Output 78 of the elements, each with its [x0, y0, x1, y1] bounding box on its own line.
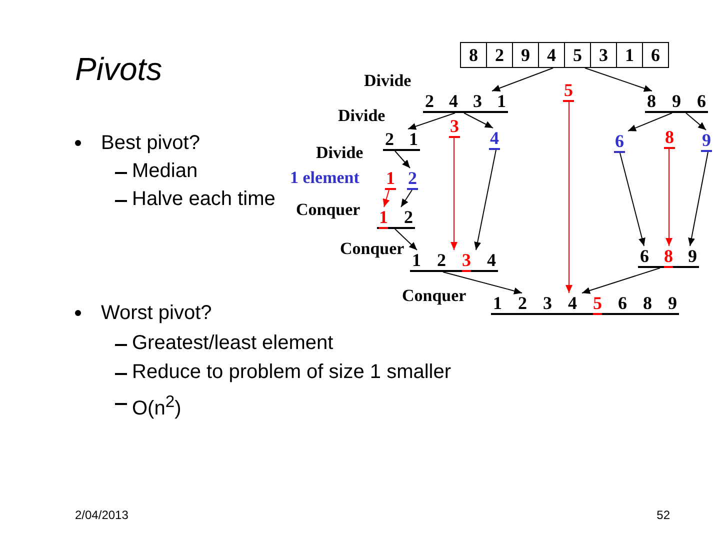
step-label: 1 element — [290, 168, 360, 188]
date-text: 2/04/2013 — [75, 508, 128, 522]
number: 6 — [640, 246, 649, 266]
array-cell-text: 6 — [650, 44, 661, 67]
number: 2 — [385, 129, 394, 149]
underlined-number: 4 — [489, 128, 500, 150]
number: 4 — [487, 250, 496, 270]
bullet-text: Worst pivot? — [101, 301, 212, 325]
arrow — [666, 148, 672, 246]
step-label: Conquer — [340, 239, 404, 259]
arrow — [400, 190, 412, 208]
arrow — [408, 112, 456, 130]
arrow — [582, 268, 660, 294]
number: 4 — [568, 293, 577, 313]
underlined-number: 5 — [563, 80, 574, 102]
arrow — [394, 228, 418, 250]
array-cell: 8 — [461, 43, 487, 67]
arrow — [620, 152, 646, 246]
arrow — [474, 150, 496, 250]
page-number: 52 — [656, 508, 670, 522]
underlined-number: 1 — [385, 168, 396, 190]
number: 3 — [543, 293, 552, 313]
underlined-number: 9 — [701, 130, 712, 152]
arrow — [688, 152, 708, 246]
number: 2 — [425, 91, 434, 111]
slide-title: Pivots — [75, 50, 162, 88]
number: 1 — [412, 250, 421, 270]
underlined-number: 3 — [449, 116, 460, 138]
sub-bullet-text: Median — [132, 159, 198, 183]
arrow — [492, 68, 554, 92]
number: 2 — [437, 250, 446, 270]
arrow — [584, 68, 652, 92]
number: 8 — [664, 246, 673, 268]
arrow — [686, 112, 706, 130]
array-cell: 2 — [487, 43, 513, 67]
number: 1 — [493, 293, 502, 313]
number: 6 — [618, 293, 627, 313]
number: 1 — [497, 91, 506, 111]
number: 1 — [409, 129, 418, 149]
underlined-number: 2 — [407, 168, 418, 190]
sub-bullet-text: O(n$^{2}$) — [132, 391, 182, 421]
step-label: Divide — [338, 106, 386, 126]
array-cell: 9 — [513, 43, 539, 67]
number: 5 — [593, 293, 602, 315]
number: 8 — [643, 293, 652, 313]
array-cell: 5 — [565, 43, 591, 67]
number: 9 — [688, 246, 697, 266]
arrow — [628, 112, 672, 132]
bullet-text: Best pivot? — [101, 131, 200, 155]
underlined-number: 8 — [664, 127, 675, 149]
sub-bullet-text: Halve each time — [132, 187, 276, 211]
number: 2 — [404, 207, 413, 227]
underlined-number: 6 — [614, 131, 625, 153]
sub-bullet-text: Greatest/least element — [132, 331, 334, 355]
number: 4 — [449, 91, 458, 111]
arrow — [566, 102, 572, 294]
array-cell: 4 — [539, 43, 565, 67]
number: 3 — [473, 91, 482, 111]
number: 6 — [697, 91, 706, 111]
arrow — [464, 112, 494, 128]
number: 9 — [672, 91, 681, 111]
number: 3 — [462, 250, 471, 272]
arrow — [382, 190, 390, 208]
number: 2 — [518, 293, 527, 313]
step-label: Conquer — [296, 200, 360, 220]
arrow — [394, 150, 410, 168]
array-cell: 1 — [617, 43, 643, 67]
step-label: Conquer — [402, 286, 466, 306]
sub-bullet-text: Reduce to problem of size 1 smaller — [132, 360, 452, 384]
number: 1 — [379, 207, 388, 229]
arrow — [450, 138, 458, 250]
step-label: Divide — [316, 143, 364, 163]
number: 9 — [668, 293, 677, 313]
array-cell: 3 — [591, 43, 617, 67]
step-label: Divide — [364, 71, 412, 91]
array-box — [460, 42, 669, 68]
arrow — [442, 272, 522, 294]
number: 8 — [647, 91, 656, 111]
